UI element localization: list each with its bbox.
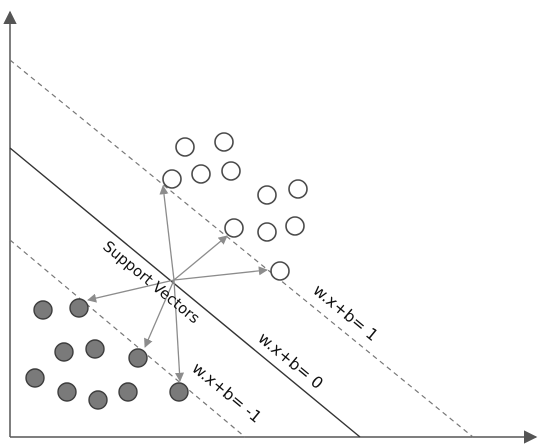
filled-point [85, 339, 105, 359]
support-vector-arrows [87, 185, 268, 382]
arrow-to-sv-4 [87, 279, 175, 303]
filled-point [88, 390, 108, 410]
positive-class-points [162, 132, 308, 281]
open-point [221, 161, 241, 181]
lower-margin-line [9, 239, 246, 438]
open-point [257, 185, 277, 205]
hyperplane-label: w.x+b= 0 [254, 328, 327, 393]
filled-point [33, 300, 53, 320]
open-point [175, 137, 195, 157]
open-point [257, 222, 277, 242]
arrow-to-sv-6 [173, 279, 185, 382]
open-point support-vector [270, 261, 290, 281]
open-point [214, 132, 234, 152]
open-point support-vector [224, 218, 244, 238]
filled-point [54, 342, 74, 362]
open-point [191, 164, 211, 184]
arrow-to-sv-1 [159, 185, 175, 281]
arrow-to-sv-3 [173, 266, 268, 281]
negative-class-points [25, 298, 189, 410]
filled-point support-vector [128, 348, 148, 368]
filled-point support-vector [169, 382, 189, 402]
open-point [288, 179, 308, 199]
open-point support-vector [162, 169, 182, 189]
filled-point support-vector [69, 298, 89, 318]
filled-point [25, 368, 45, 388]
filled-point [57, 382, 77, 402]
support-vectors-label: Support Vectors [99, 237, 203, 327]
lower-margin-label: w.x+b= -1 [188, 358, 265, 426]
arrow-to-sv-5 [144, 279, 175, 348]
upper-margin-line [9, 59, 474, 438]
hyperplane-line [9, 147, 361, 438]
open-point [285, 216, 305, 236]
arrow-to-sv-2 [173, 235, 228, 281]
filled-point [118, 382, 138, 402]
